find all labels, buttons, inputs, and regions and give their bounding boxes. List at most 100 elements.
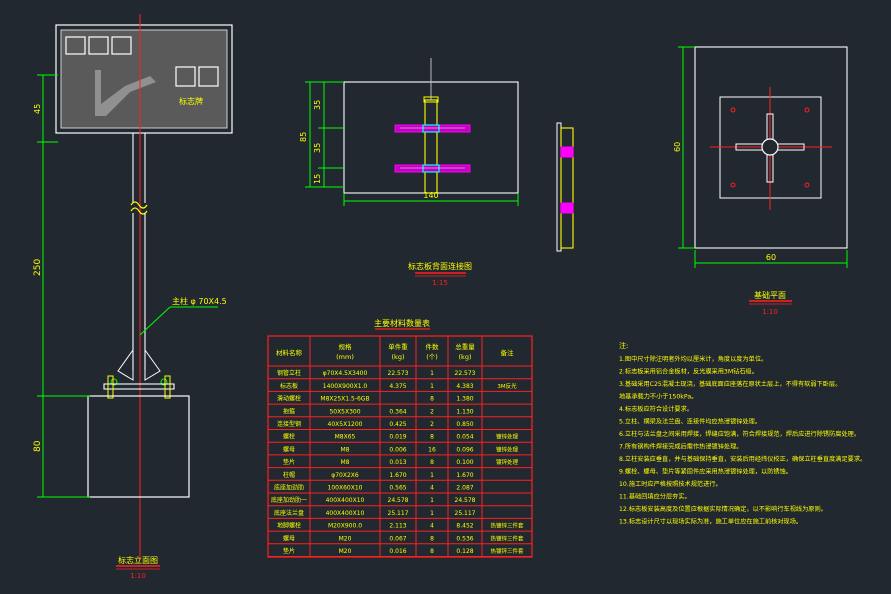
table-cell: 抱箍 bbox=[283, 407, 295, 415]
note-line: 地基承载力不小于150kPa。 bbox=[619, 393, 697, 401]
table-cell: 1400X900X1.0 bbox=[323, 383, 368, 390]
table-cell: 4.383 bbox=[456, 383, 473, 390]
arrow-icon bbox=[95, 70, 156, 116]
pipe-callout: 主柱 φ 70X4.5 bbox=[172, 296, 227, 306]
table-cell: 2 bbox=[430, 421, 434, 428]
table-cell: 镀锌处理 bbox=[496, 458, 519, 466]
note-line: 10.施工时应严格按照技术规范进行。 bbox=[619, 480, 722, 488]
base-scale: 1:10 bbox=[762, 308, 778, 316]
table-cell: 0.100 bbox=[456, 459, 473, 466]
note-line: 12.标志板安装高度及位置应根据实际情况确定，以不影响行车视线为原则。 bbox=[619, 505, 827, 513]
panel-label: 标志牌 bbox=[179, 96, 203, 106]
notes-heading: 注: bbox=[619, 341, 628, 350]
table-cell: 0.536 bbox=[456, 535, 473, 542]
table-cell: 8.452 bbox=[456, 523, 473, 530]
table-cell: M8X65 bbox=[335, 434, 356, 441]
note-line: 2.标志板采用铝合金板材，反光膜采用3M钻石级。 bbox=[619, 368, 758, 376]
table-cell: 1 bbox=[430, 497, 434, 504]
table-cell: 25.117 bbox=[455, 510, 476, 517]
table-cell: M20X900.0 bbox=[328, 523, 362, 530]
table-cell: 8 bbox=[430, 434, 434, 441]
break-mark bbox=[130, 201, 148, 209]
table-cell: M20 bbox=[339, 535, 352, 542]
table-cell: 2.113 bbox=[389, 523, 406, 530]
bracket-scale: 1:15 bbox=[432, 279, 448, 287]
table-cell: 镀锌处理 bbox=[496, 433, 519, 441]
table-cell: 1.130 bbox=[456, 408, 473, 415]
table-cell: 热镀锌三件套 bbox=[490, 534, 524, 542]
sign-box-2 bbox=[88, 36, 109, 55]
table-cell: 0.006 bbox=[389, 446, 406, 453]
table-cell: 0.364 bbox=[389, 408, 406, 415]
table-cell: 标志板 bbox=[280, 382, 298, 390]
sign-box-3 bbox=[111, 36, 132, 55]
table-cell: 0.019 bbox=[389, 434, 406, 441]
bracket-title: 标志板背面连接图 bbox=[408, 261, 472, 271]
table-header-cell: (kg) bbox=[392, 353, 405, 361]
clamp-lower bbox=[394, 164, 471, 173]
table-cell: 1 bbox=[430, 472, 434, 479]
bracket-dim-b: 35 bbox=[313, 143, 322, 153]
bracket-view: 85 35 35 15 140 标志板背面连接图 1:15 bbox=[299, 58, 519, 287]
sign-panel-frame bbox=[55, 24, 233, 134]
note-line: 8.立柱安装应垂直，并与基础保持垂直，安装后用经纬仪校正，确保立柱垂直度满足要求… bbox=[619, 455, 866, 463]
table-cell: 2.087 bbox=[456, 485, 473, 492]
table-cell: 0.128 bbox=[456, 548, 473, 555]
table-header-cell: 备注 bbox=[501, 348, 515, 357]
table-cell: 0.850 bbox=[456, 421, 473, 428]
table-cell: 24.578 bbox=[455, 497, 476, 504]
base-plan-view: 60 60 基础平面 1:10 bbox=[673, 46, 848, 316]
table-cell: 0.425 bbox=[389, 421, 406, 428]
bracket-pole bbox=[424, 99, 438, 194]
table-title: 主要材料数量表 bbox=[374, 318, 430, 328]
sign-elevation-view: 标志牌 主柱 φ 70X4.5 45 250 80 标志立面图 bbox=[33, 14, 233, 580]
side-pole bbox=[560, 127, 574, 249]
table-header-cell: 规格 bbox=[339, 342, 353, 351]
table-cell: 0.565 bbox=[389, 485, 406, 492]
table-cell: 垫片 bbox=[283, 547, 295, 555]
table-cell: 400X400X10 bbox=[326, 510, 365, 517]
table-cell: 8 bbox=[430, 535, 434, 542]
table-cell: 16 bbox=[428, 446, 436, 453]
table-cell: 0.013 bbox=[389, 459, 406, 466]
note-line: 7.所有钢构件焊接完成后需作热浸镀锌处理。 bbox=[619, 443, 742, 451]
note-line: 4.标志板应符合设计要求。 bbox=[619, 405, 693, 413]
table-header-cell: 总重量 bbox=[455, 342, 475, 351]
note-line: 6.立柱与法兰盘之间采用焊接，焊缝应饱满，符合焊接规范，焊后应进行除锈防腐处理。 bbox=[619, 430, 860, 438]
sign-box-5 bbox=[198, 66, 219, 87]
table-cell: φ70X4.5X3400 bbox=[323, 370, 368, 377]
table-header-cell: 单件重 bbox=[388, 342, 408, 351]
notes: 注: 1.图中尺寸除注明者外均以厘米计，角度以度为单位。 2.标志板采用铝合金板材… bbox=[619, 341, 866, 526]
table-cell: 0.067 bbox=[389, 535, 406, 542]
table-cell: 0.016 bbox=[389, 548, 406, 555]
table-cell: 1.670 bbox=[456, 472, 473, 479]
table-cell: 热镀锌三件套 bbox=[490, 522, 524, 530]
table-cell: 垫片 bbox=[283, 458, 295, 466]
table-cell: 24.578 bbox=[388, 497, 409, 504]
base-dim-height: 60 bbox=[673, 142, 682, 152]
bracket-dim-total: 85 bbox=[299, 132, 308, 142]
table-cell: 25.117 bbox=[388, 510, 409, 517]
table-cell: 滑动螺栓 bbox=[277, 395, 301, 403]
table-cell: φ70X2X6 bbox=[331, 472, 359, 479]
note-line: 1.图中尺寸除注明者外均以厘米计，角度以度为单位。 bbox=[619, 355, 767, 363]
elevation-title: 标志立面图 bbox=[118, 555, 158, 565]
table-cell: 100X60X10 bbox=[328, 485, 363, 492]
table-cell: 1 bbox=[430, 383, 434, 390]
table-cell: 0.096 bbox=[456, 446, 473, 453]
base-flange bbox=[103, 383, 175, 390]
table-cell: 螺栓 bbox=[283, 433, 295, 441]
sign-box-1 bbox=[65, 36, 86, 55]
table-cell: M20 bbox=[339, 548, 352, 555]
table-header-cell: (个) bbox=[426, 353, 438, 361]
concrete-footing bbox=[87, 395, 190, 498]
table-cell: 2 bbox=[430, 408, 434, 415]
table-cell: 40X5X1200 bbox=[328, 421, 363, 428]
dim-mid: 250 bbox=[33, 259, 43, 276]
table-header-cell: (kg) bbox=[459, 353, 472, 361]
table-cell: 8 bbox=[430, 396, 434, 403]
table-cell: 0.054 bbox=[456, 434, 473, 441]
base-title: 基础平面 bbox=[754, 290, 786, 300]
bracket-dim-width: 140 bbox=[423, 191, 438, 200]
